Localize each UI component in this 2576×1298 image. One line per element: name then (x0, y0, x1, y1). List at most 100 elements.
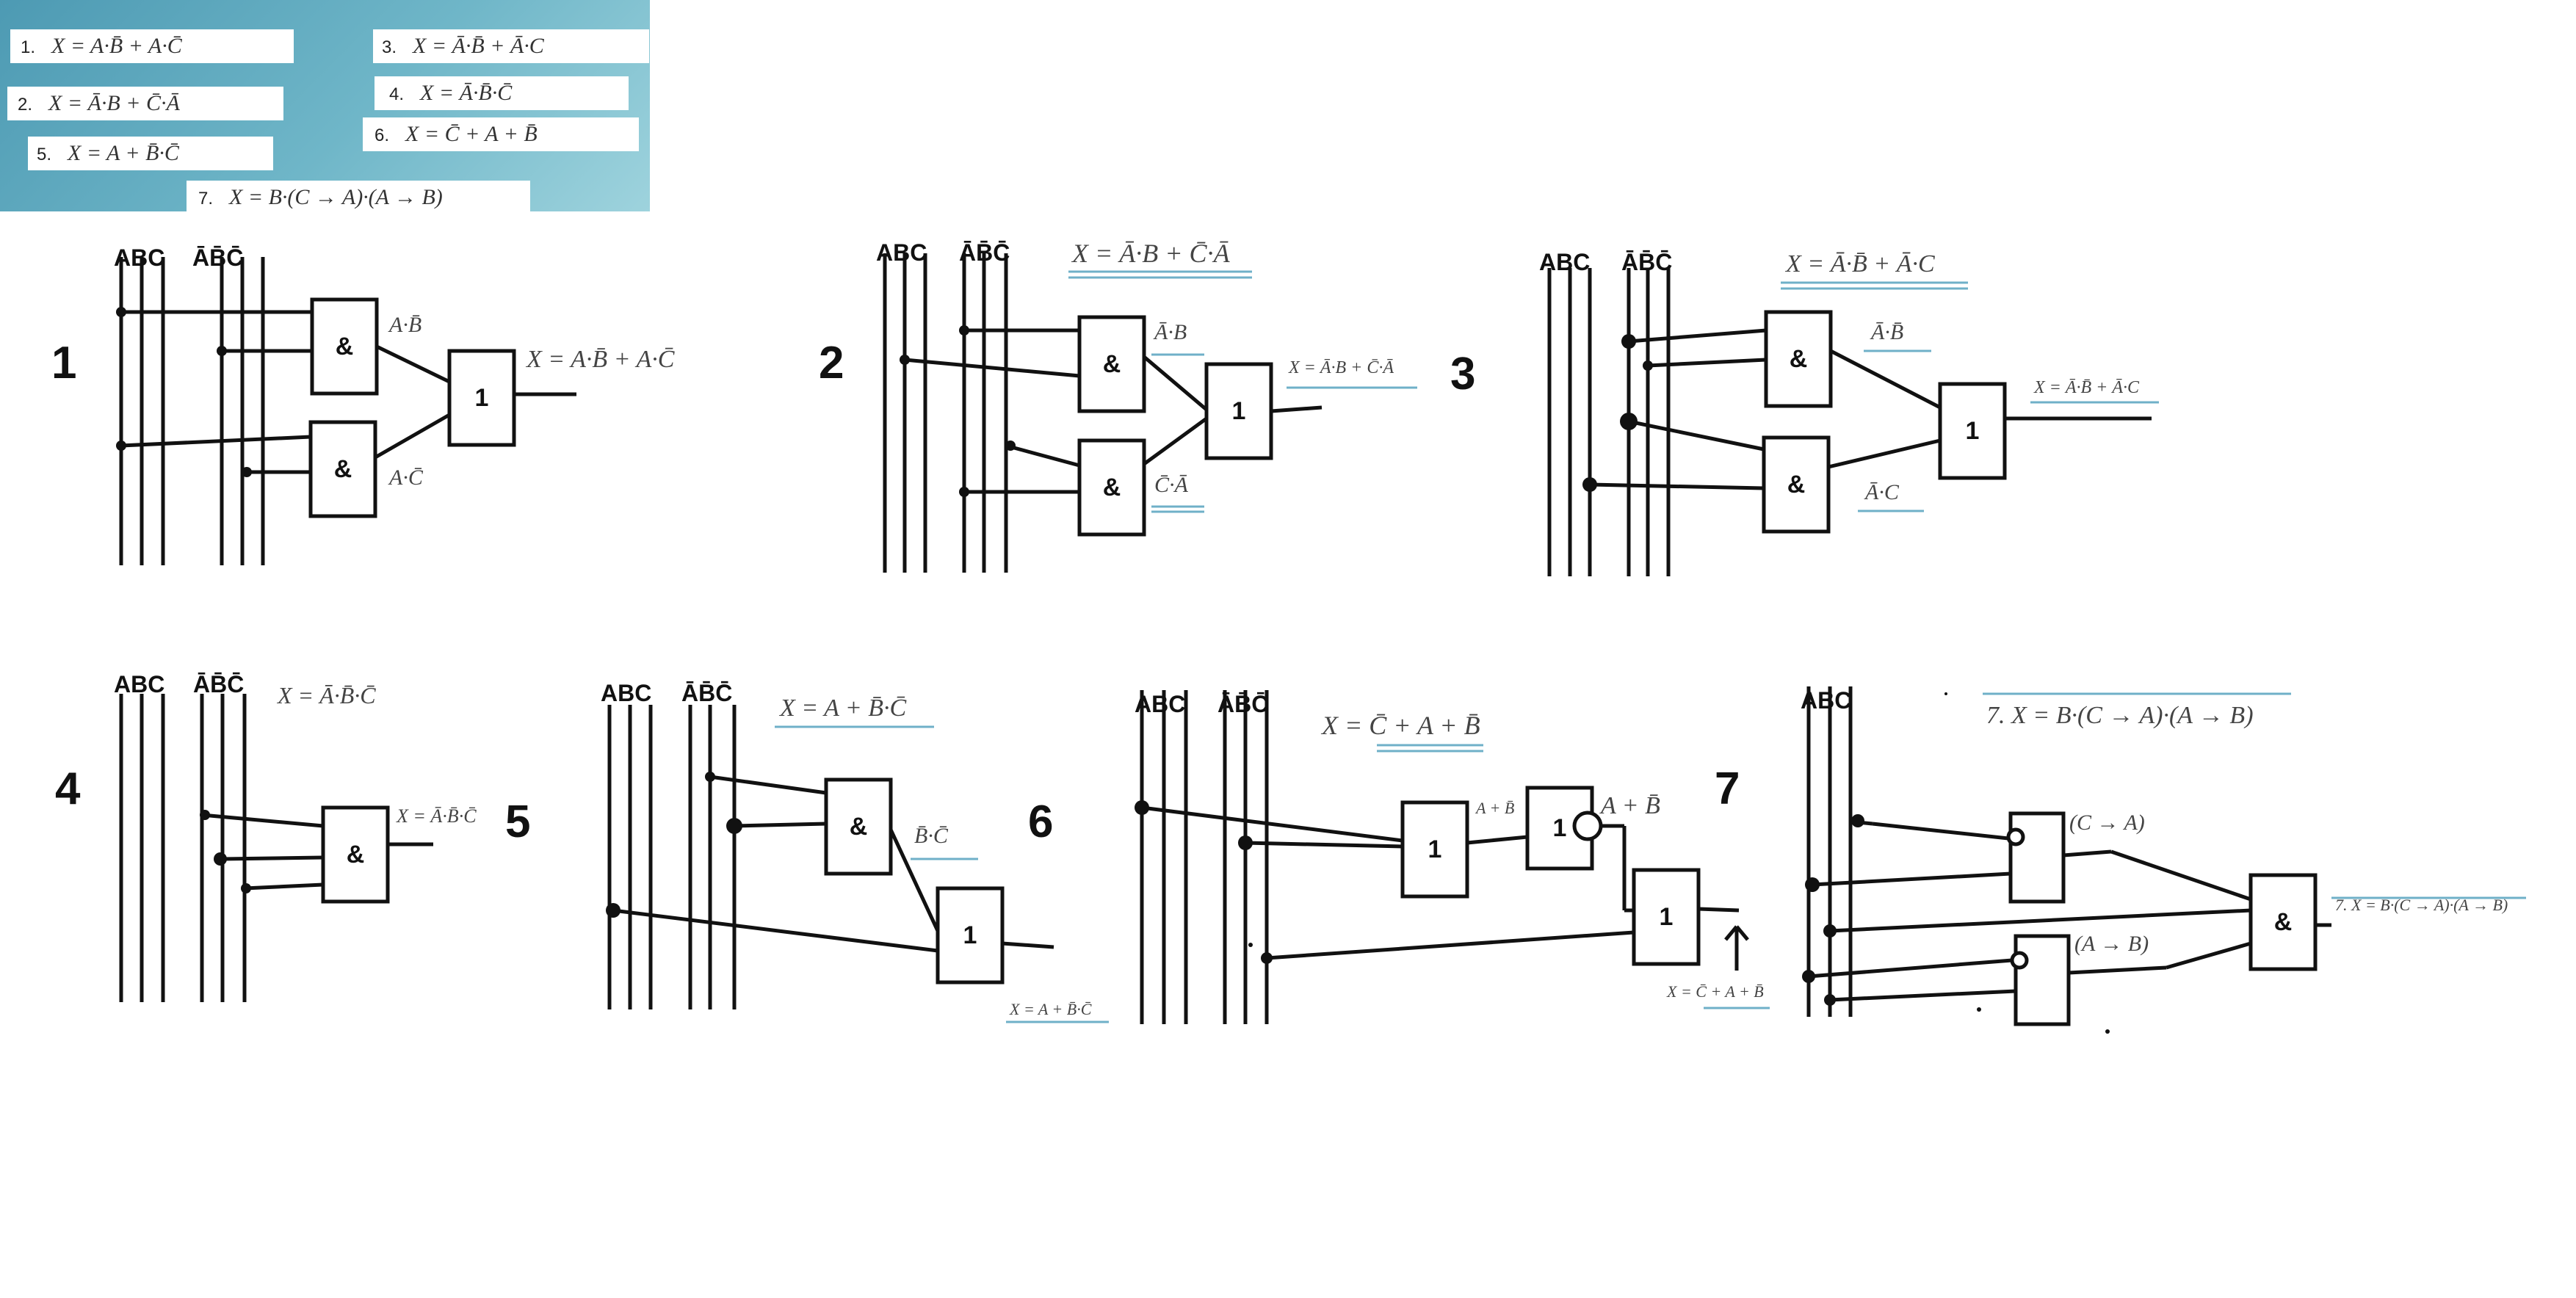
wire (734, 822, 827, 828)
or-gate-symbol: 1 (1428, 835, 1442, 863)
diagram-title: 7. X = B·(C → A)·(A → B) (1986, 702, 2254, 729)
junction-dot (959, 325, 969, 336)
junction-dot (1238, 835, 1253, 850)
junction-dot (1643, 360, 1653, 371)
wire (2068, 965, 2167, 975)
or-gate-symbol: 1 (1660, 903, 1674, 931)
and-gate-symbol: & (336, 333, 354, 360)
junction-dot (214, 852, 227, 866)
output-formula: X = A·B̄ + A·C̄ (525, 346, 675, 373)
term-label: (C → A) (2069, 811, 2145, 835)
and-gate-symbol: & (1103, 350, 1121, 378)
junction-dot (900, 355, 910, 365)
var-label-direct: ABC (114, 244, 164, 271)
var-label-inverted: ĀB̄C̄ (193, 671, 244, 697)
implication-gate-2 (2014, 934, 2071, 1026)
term-label: Ā·B (1153, 320, 1187, 344)
junction-dot (116, 307, 126, 317)
var-label-direct: ABC (876, 239, 927, 266)
wire (1589, 482, 1765, 490)
and-gate (310, 297, 379, 396)
term-label: C̄·Ā (1154, 473, 1189, 497)
term-label: B̄·C̄ (914, 824, 949, 848)
and-gate (1077, 315, 1146, 413)
and-gate (2248, 873, 2318, 971)
junction-dot (1261, 952, 1273, 964)
and-gate (1764, 310, 1833, 408)
junction-dot (116, 440, 126, 451)
junction-dot (959, 487, 969, 497)
term-label: A·B̄ (388, 313, 422, 337)
or-gate (1632, 868, 1701, 966)
arrow-head (1735, 925, 1749, 941)
and-gate (321, 805, 390, 904)
or-gate (447, 349, 516, 447)
arrow-head (1724, 925, 1738, 941)
diagram-title: X = Ā·B + C̄·Ā (1071, 239, 1231, 268)
var-label-direct: ABC (601, 680, 651, 706)
or-gate (936, 886, 1005, 985)
wire (1829, 989, 2016, 1002)
formula-6: 6.X = C̄ + A + B̄ (363, 117, 639, 151)
term-label: Ā·C (1864, 480, 1900, 504)
diagram-title: X = Ā·B̄·C̄ (276, 682, 376, 708)
wire (375, 344, 451, 384)
wire (1628, 328, 1767, 344)
junction-dot (726, 818, 742, 834)
wire (2166, 941, 2251, 970)
stray-dot (1248, 943, 1253, 947)
stray-dot (2105, 1029, 2110, 1034)
inverter-bubble (2006, 827, 2025, 846)
wire (1647, 358, 1767, 368)
output-formula: X = A + B̄·C̄ (1009, 1000, 1092, 1018)
inverter-bubble (2010, 951, 2029, 970)
var-label-direct: ABC (1135, 691, 1185, 717)
wire (709, 775, 827, 795)
wire (374, 413, 451, 460)
output-wire (1270, 405, 1323, 413)
wire (1808, 958, 2013, 979)
junction-dot (1582, 477, 1597, 492)
and-gate (308, 420, 377, 518)
formula-1: 1.X = A·B̄ + A·C̄ (10, 29, 294, 63)
and-gate-symbol: & (1787, 471, 1806, 498)
wire (1245, 841, 1403, 849)
diagram-title: X = Ā·B̄ + Ā·C (1784, 250, 1935, 278)
wire (1829, 349, 1942, 410)
diagram-number: 5 (505, 797, 530, 847)
and-gate-symbol: & (347, 841, 365, 869)
junction-dot (1135, 800, 1149, 815)
var-label-direct: ABC (1801, 687, 1851, 714)
wire (1872, 822, 2009, 841)
or-gate-symbol: 1 (1966, 417, 1980, 445)
wire (1812, 871, 2011, 887)
junction-dot (1620, 413, 1638, 430)
var-label-inverted: ĀB̄C̄ (1218, 691, 1268, 717)
diagram-number: 1 (51, 338, 76, 388)
stray-dot (1944, 692, 1947, 695)
and-gate (1762, 435, 1831, 534)
wire (1141, 805, 1403, 843)
inverter-bubble (1572, 811, 1603, 841)
or-gate (1400, 800, 1469, 899)
junction-dot (200, 810, 210, 820)
wire (2063, 849, 2112, 858)
junction-dot (606, 903, 621, 918)
junction-dot (241, 883, 251, 893)
or-gate (1938, 382, 2007, 480)
wire (222, 855, 324, 861)
wire (1828, 438, 1941, 469)
formula-7: 7.X = B·(C → A)·(A → B) (187, 181, 530, 211)
and-gate-symbol: & (1103, 474, 1121, 501)
junction-dot (1824, 994, 1836, 1006)
wire (1143, 355, 1208, 411)
wire (889, 828, 940, 932)
term-label: (A → B) (2074, 932, 2149, 956)
term-label: A + B̄ (1475, 799, 1514, 817)
or-gate-symbol: 1 (963, 921, 977, 949)
